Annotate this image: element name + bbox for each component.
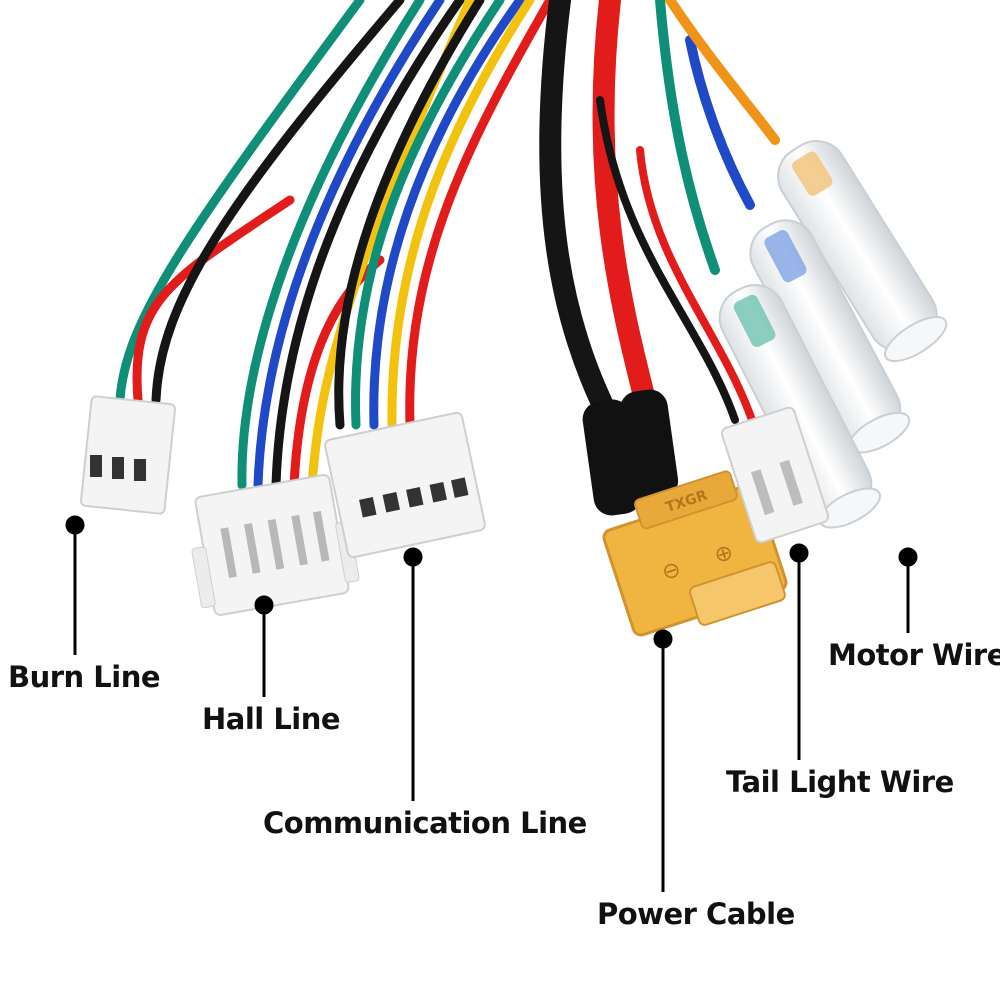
callout-tail-light-wire [789, 543, 809, 760]
comm-wire-blue [369, 0, 525, 430]
burn-line-wires [115, 0, 405, 405]
power-wire-black [539, 0, 621, 431]
bullet-connector-blue [749, 219, 911, 454]
burn-wire-black [151, 0, 405, 405]
hall-wire-blue [253, 0, 445, 490]
callout-hall-line [254, 595, 274, 697]
power-cable-connector: TXGR ⊖ ⊕ [582, 389, 788, 637]
hall-line-wires [237, 0, 475, 490]
tail-wire-red [636, 146, 756, 424]
callout-burn-line [65, 515, 85, 655]
power-wire-red [592, 0, 656, 411]
callout-motor-wire [898, 547, 918, 633]
communication-line-connector [324, 411, 486, 559]
callout-communication-line [403, 547, 423, 801]
label-motor-wire: Motor Wire [828, 638, 1000, 672]
label-tail-light-wire: Tail Light Wire [726, 765, 954, 799]
callout-power-cable [653, 629, 673, 892]
motor-wire-blue [685, 35, 755, 210]
burn-wire-red [132, 195, 295, 405]
tail-light-connector [720, 406, 830, 544]
hall-line-connector [191, 474, 360, 616]
label-burn-line: Burn Line [8, 660, 161, 694]
comm-wire-black [334, 0, 485, 430]
bullet-connector-green [718, 284, 882, 529]
motor-wire-green [655, 0, 720, 275]
motor-bullet-connectors [718, 140, 948, 529]
tail-light-wires [596, 96, 756, 424]
power-connector-xt: TXGR ⊖ ⊕ [602, 470, 788, 637]
label-hall-line: Hall Line [202, 702, 341, 736]
motor-wires [655, 0, 780, 275]
comm-wire-red [405, 0, 555, 430]
heatshrink-black-right [619, 389, 679, 501]
label-power-cable: Power Cable [597, 897, 795, 931]
comm-wire-yellow [387, 0, 535, 430]
burn-line-connector [79, 395, 177, 515]
hall-wire-black [271, 0, 465, 490]
tail-wire-black [596, 96, 739, 424]
power-cable-wires [539, 0, 656, 431]
motor-wire-orange [665, 0, 780, 145]
burn-wire-green [115, 0, 365, 405]
callouts [65, 515, 918, 892]
label-communication-line: Communication Line [263, 806, 587, 840]
communication-line-wires [334, 0, 555, 430]
comm-wire-green [351, 0, 505, 430]
hall-wire-green [237, 0, 425, 490]
